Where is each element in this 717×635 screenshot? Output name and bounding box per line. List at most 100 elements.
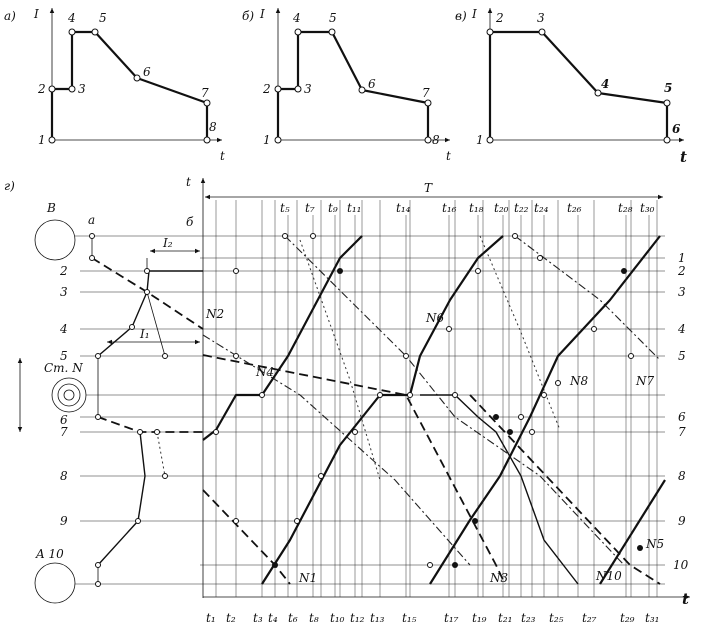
top-tick-t11: t₁₁ bbox=[347, 201, 361, 215]
station-b-circle bbox=[34, 219, 76, 261]
left-level-3: 3 bbox=[60, 285, 68, 299]
subfigure-c-pt-4: 4 bbox=[601, 77, 609, 91]
right-level-9: 9 bbox=[678, 514, 686, 528]
top-tick-t20: t₂₀ bbox=[494, 201, 509, 215]
train-path-n10a bbox=[261, 393, 410, 585]
subfigure-a: а) I t 1 2 3 4 5 6 7 8 bbox=[4, 7, 225, 163]
bottom-tick-t25: t₂₅ bbox=[549, 611, 564, 625]
bottom-tick-t2: t₂ bbox=[226, 611, 236, 625]
left-level-4: 4 bbox=[59, 322, 68, 336]
bottom-tick-t13: t₁₃ bbox=[370, 611, 385, 625]
subfigure-a-pt-8: 8 bbox=[209, 120, 217, 134]
subfigure-a-points bbox=[48, 28, 211, 144]
train-label-n3: N3 bbox=[489, 571, 509, 585]
right-level-2: 2 bbox=[677, 264, 686, 278]
subfigure-b: б) I t 1 2 3 4 5 6 7 8 bbox=[242, 7, 451, 163]
point-a-label: a bbox=[88, 213, 95, 227]
left-level-8: 8 bbox=[60, 469, 68, 483]
left-level-6: 6 bbox=[60, 413, 68, 427]
bottom-tick-t31: t₃₁ bbox=[645, 611, 659, 625]
subfigure-b-pt-8: 8 bbox=[432, 133, 440, 147]
subfigure-c-pt-2: 2 bbox=[495, 11, 504, 25]
train-label-n7: N7 bbox=[635, 374, 655, 388]
top-tick-t28: t₂₈ bbox=[618, 201, 633, 215]
right-level-1: 1 bbox=[678, 251, 686, 265]
subfigure-a-pt-6: 6 bbox=[143, 65, 151, 79]
bottom-time-ticks: t₁ t₂ t₃ t₄ t₆ t₈ t₁₀ t₁₂ t₁₃ t₁₅ t₁₇ t₁… bbox=[206, 611, 659, 625]
top-tick-t26: t₂₆ bbox=[567, 201, 582, 215]
subfigure-b-pt-2: 2 bbox=[262, 82, 271, 96]
left-level-2: 2 bbox=[59, 264, 68, 278]
train-label-n6: N6 bbox=[425, 311, 445, 325]
subfigure-a-label: а) bbox=[4, 9, 16, 23]
top-tick-t22: t₂₂ bbox=[514, 201, 529, 215]
left-profile: I₂ I₁ bbox=[89, 233, 204, 587]
subfigure-a-pt-5: 5 bbox=[99, 11, 107, 25]
right-level-6: 6 bbox=[678, 410, 686, 424]
subfigure-c-pt-1: 1 bbox=[476, 133, 484, 147]
train-path-n6-upper bbox=[408, 235, 504, 396]
top-tick-t14: t₁₄ bbox=[396, 201, 411, 215]
right-level-10: 10 bbox=[673, 558, 689, 572]
train-label-n1: N1 bbox=[298, 571, 317, 585]
subfigure-c-y-label: I bbox=[471, 7, 477, 21]
train-label-n4: N4 bbox=[255, 365, 274, 379]
subfigure-c-points bbox=[486, 28, 671, 144]
main-t-label-bottom: t bbox=[682, 590, 689, 608]
train-path-n4 bbox=[202, 334, 471, 566]
subfigure-c-pt-3: 3 bbox=[537, 11, 545, 25]
subfigure-a-pt-3: 3 bbox=[78, 82, 86, 96]
subfigure-a-y-label: I bbox=[33, 7, 39, 21]
train-path-n8 bbox=[429, 235, 661, 585]
subfigure-b-label: б) bbox=[242, 9, 254, 23]
bottom-tick-t19: t₁₉ bbox=[472, 611, 487, 625]
subfigure-b-x-label: t bbox=[446, 149, 451, 163]
vertical-grid-lines bbox=[215, 200, 658, 597]
top-time-ticks: t₅ t₇ t₉ t₁₁ t₁₄ t₁₆ t₁₈ t₂₀ t₂₂ t₂₄ t₂₆… bbox=[280, 201, 655, 215]
bottom-tick-t6: t₆ bbox=[288, 611, 298, 625]
top-tick-t18: t₁₈ bbox=[469, 201, 484, 215]
subfigure-b-pt-3: 3 bbox=[304, 82, 312, 96]
bottom-tick-t29: t₂₉ bbox=[620, 611, 635, 625]
subfigure-b-curve bbox=[276, 30, 430, 140]
top-tick-t16: t₁₆ bbox=[442, 201, 457, 215]
train-label-n2: N2 bbox=[205, 307, 224, 321]
train-path-n2-return bbox=[284, 235, 625, 566]
subfigure-b-y-label: I bbox=[259, 7, 265, 21]
subfigure-b-pt-7: 7 bbox=[422, 86, 430, 100]
subfigure-a-curve bbox=[50, 30, 209, 140]
right-level-5: 5 bbox=[678, 349, 686, 363]
main-diagram: г) t t T B A 10 Ст. N a б bbox=[4, 175, 690, 625]
subfigure-c-curve bbox=[488, 30, 669, 140]
interval-mid-label: I₁ bbox=[139, 327, 150, 341]
station-a-circle bbox=[34, 562, 76, 604]
subfigure-a-pt-1: 1 bbox=[38, 133, 46, 147]
subfigure-c-label: в) bbox=[455, 9, 467, 23]
station-mid-middle bbox=[57, 383, 81, 407]
top-tick-t24: t₂₄ bbox=[534, 201, 549, 215]
subfigure-a-pt-4: 4 bbox=[67, 11, 76, 25]
left-level-5: 5 bbox=[60, 349, 68, 363]
subfigure-b-pt-6: 6 bbox=[368, 77, 376, 91]
train-path-n7-lower bbox=[469, 394, 661, 585]
subfigure-c-pt-6: 6 bbox=[672, 122, 681, 136]
station-a-label: A 10 bbox=[35, 547, 64, 561]
top-tick-t5: t₅ bbox=[280, 201, 290, 215]
station-b-label: B bbox=[46, 201, 56, 215]
main-t-label-top: t bbox=[186, 175, 191, 189]
interval-top-label: I₂ bbox=[162, 236, 173, 250]
bottom-tick-t10: t₁₀ bbox=[330, 611, 345, 625]
period-label: T bbox=[424, 181, 433, 195]
bottom-tick-t1: t₁ bbox=[206, 611, 216, 625]
subfigure-a-pt-7: 7 bbox=[201, 86, 209, 100]
point-b-label: б bbox=[186, 215, 194, 229]
left-level-7: 7 bbox=[60, 425, 68, 439]
train-label-n5: N5 bbox=[645, 537, 664, 551]
station-mid-inner bbox=[63, 389, 75, 401]
bottom-tick-t4: t₄ bbox=[268, 611, 278, 625]
subfigure-b-pt-5: 5 bbox=[329, 11, 337, 25]
top-tick-t7: t₇ bbox=[305, 201, 315, 215]
train-path-n5 bbox=[599, 479, 666, 585]
train-path-n3 bbox=[202, 354, 506, 585]
